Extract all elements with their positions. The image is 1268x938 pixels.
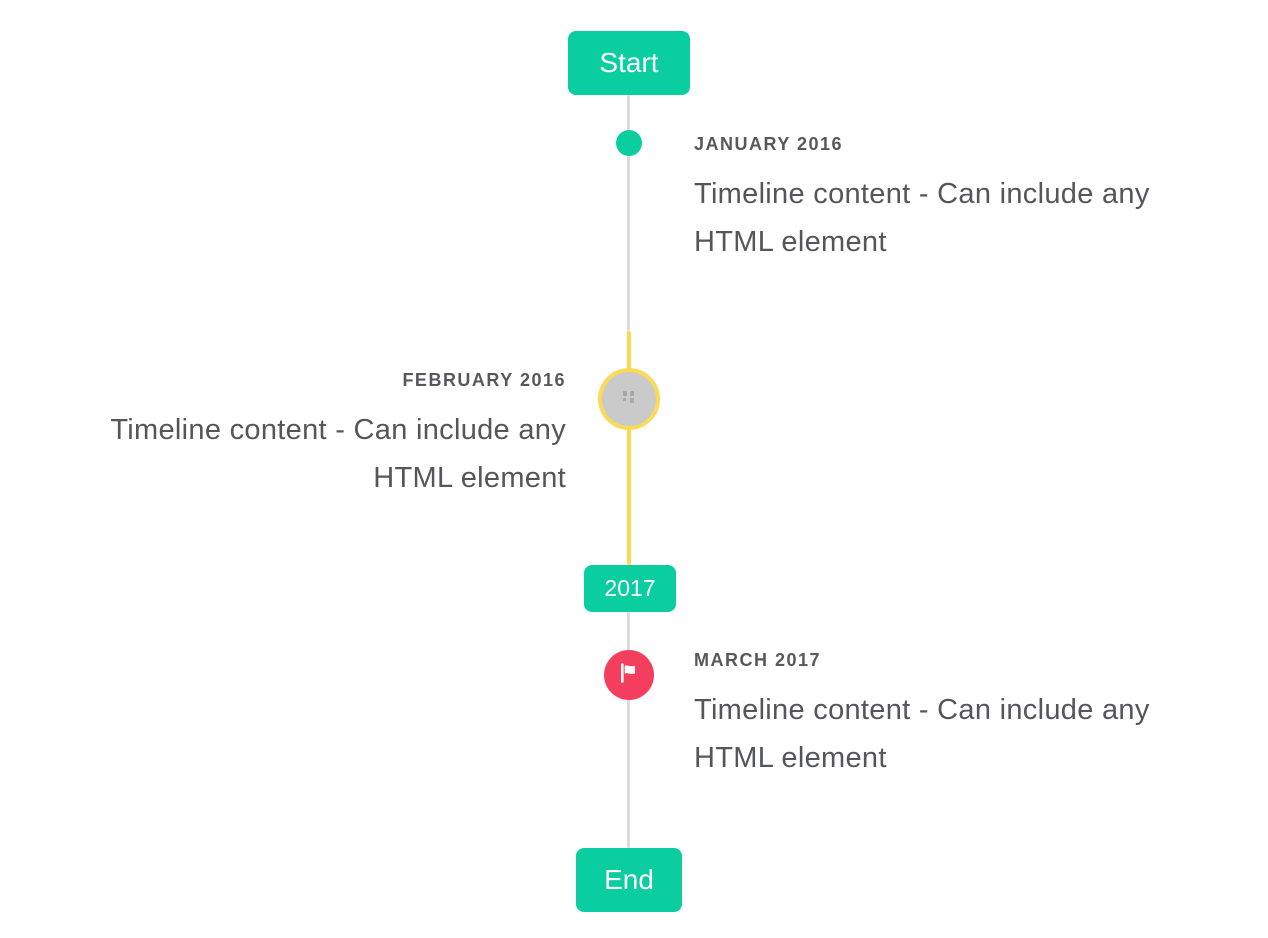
item-title-march-2017: MARCH 2017 bbox=[694, 650, 822, 670]
item-content-line: HTML element bbox=[694, 742, 887, 774]
item-title-february-2016: FEBRUARY 2016 bbox=[402, 370, 566, 390]
item-content-march-2017: Timeline content - Can include any HTML … bbox=[694, 686, 1224, 782]
broken-image-icon bbox=[620, 389, 638, 410]
end-flag-button[interactable]: End bbox=[576, 848, 682, 912]
item-content-line: Timeline content - Can include any bbox=[110, 414, 566, 446]
item-content-line: HTML element bbox=[694, 226, 887, 258]
marker-circle-february bbox=[598, 368, 660, 430]
timeline-line-highlighted bbox=[627, 331, 631, 565]
item-content-january-2016: Timeline content - Can include any HTML … bbox=[694, 170, 1224, 266]
timeline-item-march-2017: MARCH 2017 Timeline content - Can includ… bbox=[694, 650, 1224, 782]
flag-icon bbox=[616, 660, 642, 691]
item-content-line: HTML element bbox=[373, 462, 566, 494]
marker-dot-january bbox=[616, 130, 642, 156]
timeline-line-bottom bbox=[627, 612, 630, 848]
item-title-january-2016: JANUARY 2016 bbox=[694, 134, 844, 154]
start-flag-button[interactable]: Start bbox=[568, 31, 690, 95]
timeline-line-top bbox=[627, 95, 630, 331]
marker-circle-march bbox=[604, 650, 654, 700]
timeline-item-february-2016: FEBRUARY 2016 Timeline content - Can inc… bbox=[36, 370, 566, 502]
year-2017-flag-button[interactable]: 2017 bbox=[584, 565, 676, 612]
item-content-february-2016: Timeline content - Can include any HTML … bbox=[36, 406, 566, 502]
item-content-line: Timeline content - Can include any bbox=[694, 178, 1150, 210]
item-content-line: Timeline content - Can include any bbox=[694, 694, 1150, 726]
timeline-item-january-2016: JANUARY 2016 Timeline content - Can incl… bbox=[694, 134, 1224, 266]
